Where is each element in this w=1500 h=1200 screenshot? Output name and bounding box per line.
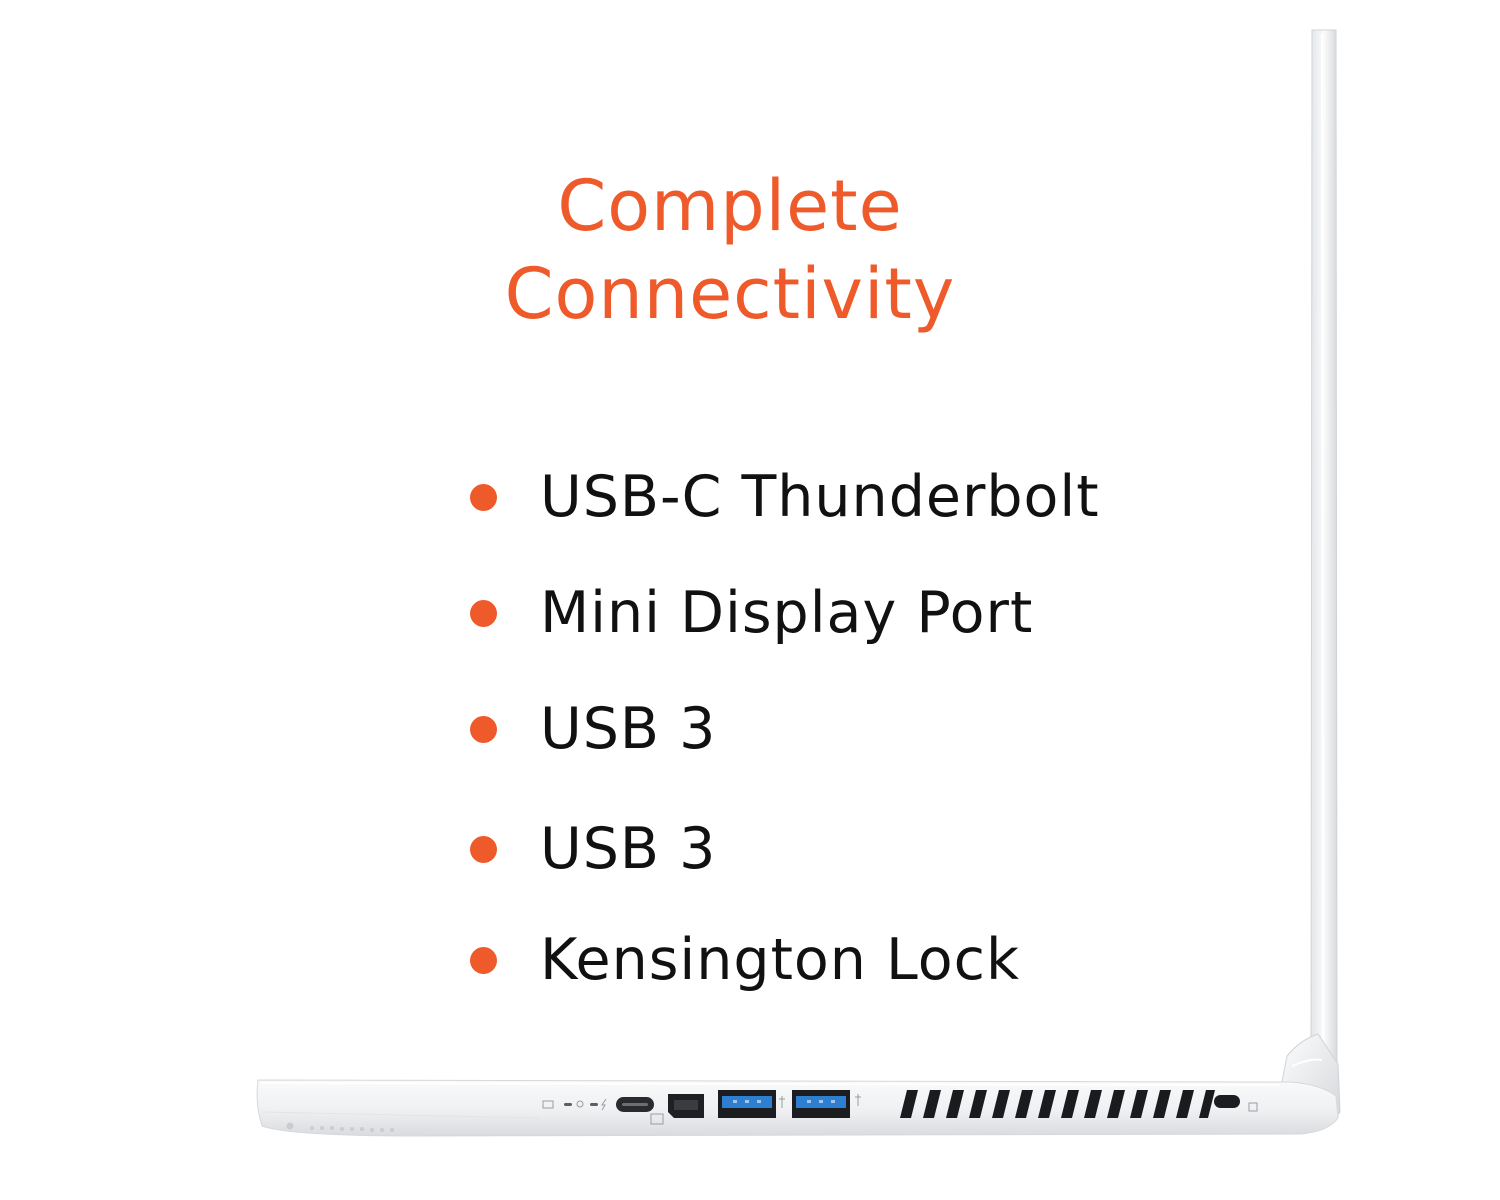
feature-label: USB 3 xyxy=(540,696,717,762)
bullet-icon xyxy=(470,946,497,974)
feature-item-mini-display-port: Mini Display Port xyxy=(470,573,1033,653)
feature-label: Kensington Lock xyxy=(540,927,1021,993)
lock-icon xyxy=(1248,1102,1258,1112)
bullet-icon xyxy=(470,835,497,863)
speaker-grille xyxy=(286,1122,394,1132)
usb-icon xyxy=(855,1094,861,1106)
mini-display-port xyxy=(668,1094,704,1118)
feature-item-kensington-lock: Kensington Lock xyxy=(470,920,1020,1000)
feature-label: USB 3 xyxy=(540,816,717,882)
battery-led-icon xyxy=(542,1100,554,1109)
display-port-icon xyxy=(650,1113,664,1125)
feature-label: USB-C Thunderbolt xyxy=(540,464,1100,530)
feature-list: USB-C Thunderbolt Mini Display Port USB … xyxy=(470,0,1230,1050)
feature-label: Mini Display Port xyxy=(540,580,1034,646)
feature-item-usb-3-second: USB 3 xyxy=(470,809,716,889)
status-leds xyxy=(542,1098,607,1111)
feature-item-usb-3: USB 3 xyxy=(470,689,716,769)
headline-line-1: Complete xyxy=(557,165,903,247)
bullet-icon xyxy=(470,715,497,743)
bullet-icon xyxy=(470,599,497,627)
usb-icon xyxy=(779,1096,785,1108)
vent xyxy=(900,1090,1215,1118)
usb-a-port xyxy=(718,1090,776,1118)
bullet-icon xyxy=(470,483,497,511)
thunderbolt-icon xyxy=(601,1098,607,1111)
feature-item-usb-c-thunderbolt: USB-C Thunderbolt xyxy=(470,457,1100,537)
power-led-icon xyxy=(576,1100,584,1108)
kensington-lock-slot xyxy=(1214,1095,1258,1112)
usb-c-port xyxy=(616,1097,654,1112)
laptop-lid xyxy=(1310,29,1338,1083)
usb-a-port xyxy=(792,1090,850,1118)
headline-line-2: Connectivity xyxy=(504,253,956,335)
headline: Complete Connectivity xyxy=(480,162,980,338)
